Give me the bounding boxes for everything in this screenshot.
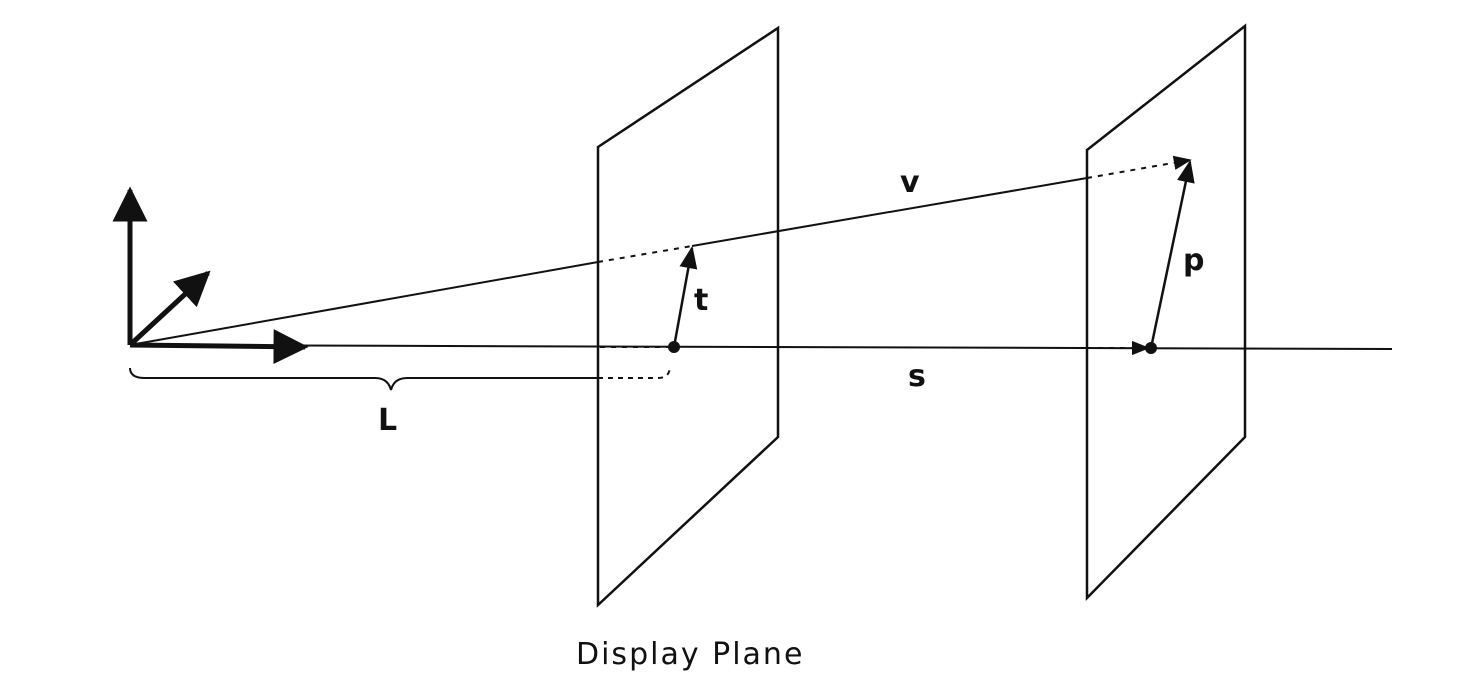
brace-L-dashed xyxy=(598,365,671,379)
far-plane xyxy=(1085,23,1247,602)
vector-t xyxy=(672,245,698,348)
ray-far-segment xyxy=(1086,155,1192,179)
ray-v xyxy=(691,177,1088,247)
display-plane xyxy=(596,25,780,608)
label-L: L xyxy=(378,403,397,438)
label-p: p xyxy=(1183,243,1204,278)
coordinate-axes xyxy=(112,186,309,365)
axis-depth xyxy=(128,270,211,347)
ray-to-display xyxy=(129,261,599,346)
line-of-sight xyxy=(129,344,1393,350)
label-v: v xyxy=(900,165,920,200)
label-s: s xyxy=(908,359,926,394)
caption-display-plane: Display Plane xyxy=(576,637,804,672)
label-t: t xyxy=(694,283,708,318)
ray-hidden-segment xyxy=(597,245,693,263)
vector-p xyxy=(1149,159,1195,349)
brace-L xyxy=(129,367,598,391)
